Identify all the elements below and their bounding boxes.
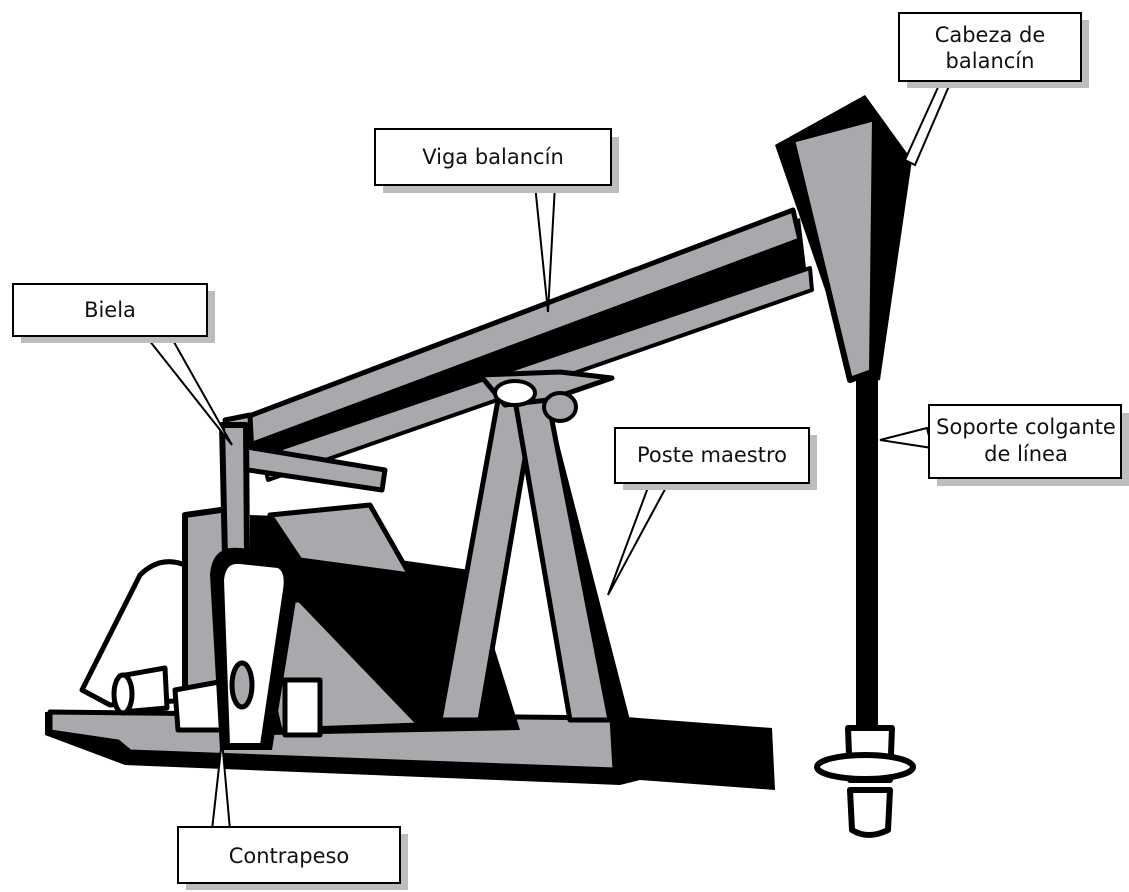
- leader-soporte: [880, 428, 932, 448]
- label-soporte-line2: de línea: [984, 442, 1068, 466]
- samson-post: [440, 372, 630, 720]
- callout-poste: Poste maestro: [615, 428, 817, 490]
- label-contrapeso: Contrapeso: [229, 844, 350, 868]
- callout-cabeza: Cabeza de balancín: [899, 13, 1089, 88]
- callout-biela: Biela: [13, 284, 215, 343]
- callout-soporte: Soporte colgante de línea: [929, 405, 1129, 486]
- well-rod: [817, 375, 913, 835]
- leader-poste: [608, 480, 670, 595]
- label-poste: Poste maestro: [637, 443, 787, 467]
- leader-biela: [145, 335, 232, 445]
- label-cabeza-line2: balancín: [946, 49, 1035, 73]
- label-viga: Viga balancín: [422, 145, 564, 169]
- callout-contrapeso: Contrapeso: [178, 827, 408, 890]
- label-cabeza-line1: Cabeza de: [935, 23, 1046, 47]
- label-biela: Biela: [84, 298, 136, 322]
- label-soporte-line1: Soporte colgante: [936, 415, 1116, 439]
- leader-viga: [535, 185, 555, 312]
- callout-viga: Viga balancín: [375, 129, 619, 193]
